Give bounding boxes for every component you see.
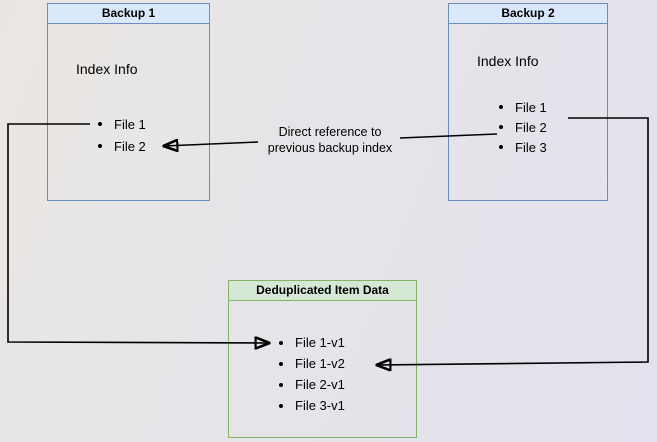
bullet-icon (279, 403, 283, 408)
file-label: File 1 (515, 99, 547, 115)
bullet-icon (98, 122, 102, 126)
list-item: File 1-v1 (279, 332, 416, 353)
backup1-box: Backup 1 Index Info File 1 File 2 (47, 3, 210, 201)
backup1-body: Index Info File 1 File 2 (48, 61, 209, 157)
backup2-file-list: File 1 File 2 File 3 (499, 97, 607, 157)
edge-annotation-line2: previous backup index (267, 141, 393, 155)
backup1-file-list: File 1 File 2 (98, 113, 209, 157)
list-item: File 3 (499, 137, 607, 157)
bullet-icon (499, 125, 503, 129)
list-item: File 1-v2 (279, 353, 416, 374)
edge-annotation: Direct reference to previous backup inde… (250, 124, 410, 156)
dedup-box: Deduplicated Item Data File 1-v1 File 1-… (228, 280, 417, 438)
backup2-title: Backup 2 (449, 4, 607, 24)
list-item: File 3-v1 (279, 395, 416, 416)
backup1-index-info-label: Index Info (76, 61, 138, 77)
file-label: File 3-v1 (295, 398, 345, 413)
file-label: File 1-v2 (295, 356, 345, 371)
file-label: File 2 (114, 138, 146, 154)
list-item: File 2 (98, 135, 209, 157)
bullet-icon (279, 382, 283, 387)
file-label: File 1-v1 (295, 335, 345, 350)
edge-annotation-line1: Direct reference to (278, 125, 382, 139)
bullet-icon (279, 340, 283, 345)
dedup-title: Deduplicated Item Data (229, 281, 416, 301)
backup1-title: Backup 1 (48, 4, 209, 24)
file-label: File 2 (515, 119, 547, 135)
list-item: File 1 (98, 113, 209, 135)
bullet-icon (499, 105, 503, 109)
list-item: File 1 (499, 97, 607, 117)
dedup-body: File 1-v1 File 1-v2 File 2-v1 File 3-v1 (229, 332, 416, 416)
bullet-icon (98, 144, 102, 148)
bullet-icon (499, 145, 503, 149)
bullet-icon (279, 361, 283, 366)
dedup-file-list: File 1-v1 File 1-v2 File 2-v1 File 3-v1 (279, 332, 416, 416)
file-label: File 3 (515, 139, 547, 155)
file-label: File 2-v1 (295, 377, 345, 392)
backup2-body: Index Info File 1 File 2 File 3 (449, 53, 607, 157)
list-item: File 2 (499, 117, 607, 137)
backup2-box: Backup 2 Index Info File 1 File 2 File 3 (448, 3, 608, 201)
file-label: File 1 (114, 116, 146, 132)
list-item: File 2-v1 (279, 374, 416, 395)
backup2-index-info-label: Index Info (477, 53, 539, 69)
